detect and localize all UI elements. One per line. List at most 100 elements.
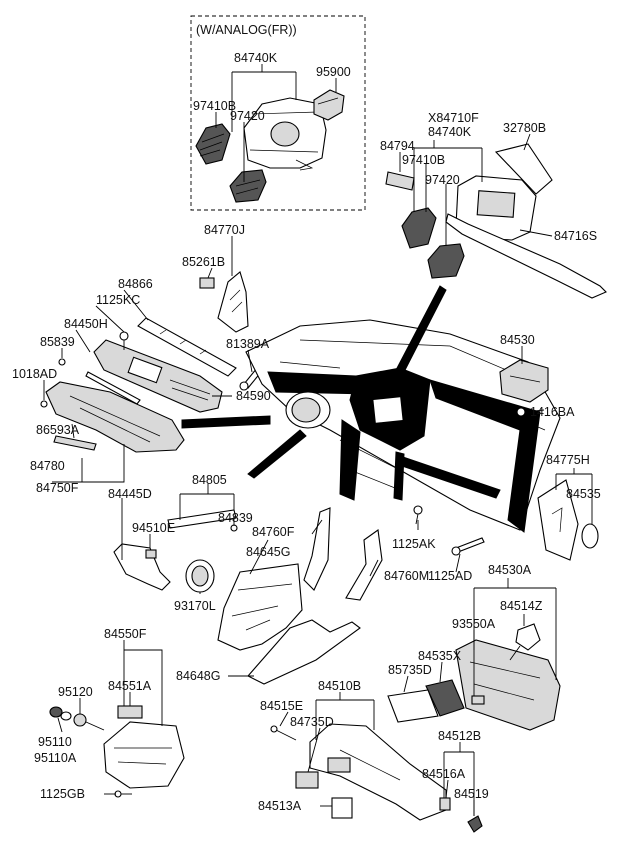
label-84735D: 84735D xyxy=(290,715,334,729)
damper-84519 xyxy=(467,815,483,833)
label-84519: 84519 xyxy=(454,787,489,801)
label-1125AK: 1125AK xyxy=(392,537,436,551)
label-84740K-b: 84740K xyxy=(428,125,472,139)
label-1125AD: 1125AD xyxy=(428,569,472,583)
label-1125GB: 1125GB xyxy=(40,787,85,801)
screw-1125GB xyxy=(114,790,132,798)
label-84550F: 84550F xyxy=(104,627,147,641)
handle-84735D xyxy=(295,771,319,789)
cover-trim-32780B xyxy=(494,143,553,195)
lamp-84514Z xyxy=(509,623,541,661)
side-cover-84775H xyxy=(537,479,579,561)
pointer-wedge-left xyxy=(181,415,271,429)
switch-93550A xyxy=(471,695,485,705)
label-84530A: 84530A xyxy=(488,563,532,577)
stopper-84516A xyxy=(439,797,451,811)
cap-84535 xyxy=(581,523,599,549)
lower-cover-84648G xyxy=(247,619,361,685)
clock-module-analog xyxy=(313,89,345,121)
label-84760F: 84760F xyxy=(252,525,295,539)
label-84512B: 84512B xyxy=(438,729,481,743)
label-84514Z: 84514Z xyxy=(500,599,543,613)
lower-panel-84750F xyxy=(45,381,185,453)
label-85839: 85839 xyxy=(40,335,75,349)
label-84760M: 84760M xyxy=(384,569,429,583)
trim-84760F xyxy=(303,507,331,591)
bracket-84805 xyxy=(167,509,237,529)
label-81389A: 81389A xyxy=(226,337,270,351)
trim-84760M xyxy=(345,529,383,601)
cluster-fascia xyxy=(455,175,537,241)
label-84515E: 84515E xyxy=(260,699,303,713)
label-84794: 84794 xyxy=(380,139,415,153)
bracket-84866 xyxy=(137,317,237,377)
label-1416BA: 1416BA xyxy=(530,405,575,419)
label-84516A: 84516A xyxy=(422,767,466,781)
bolt-1125AD xyxy=(451,537,485,556)
label-1018AD: 1018AD xyxy=(12,367,57,381)
housing-84530A xyxy=(455,639,561,731)
tray-85735D xyxy=(387,689,439,723)
label-84513A: 84513A xyxy=(258,799,302,813)
label-95110A: 95110A xyxy=(34,751,77,765)
panel-84445D xyxy=(113,543,171,591)
label-1125KC: 1125KC xyxy=(96,293,140,307)
label-97410B-a: 97410B xyxy=(193,99,236,113)
label-84780: 84780 xyxy=(30,459,65,473)
label-84645G: 84645G xyxy=(246,545,290,559)
label-84805: 84805 xyxy=(192,473,227,487)
label-84445D: 84445D xyxy=(108,487,152,501)
crash-pad-main xyxy=(245,319,561,533)
socket-95120 xyxy=(73,713,105,731)
pad-85261B xyxy=(199,277,215,289)
label-97420-b: 97420 xyxy=(425,173,460,187)
screw-1018AD xyxy=(40,400,48,408)
tweeter-cover-84770J xyxy=(217,271,249,333)
lower-box-84550F xyxy=(103,721,185,789)
clip-86593A xyxy=(53,435,97,451)
bin-84535X xyxy=(425,679,465,717)
label-32780B: 32780B xyxy=(503,121,546,135)
variant-box-title: (W/ANALOG(FR)) xyxy=(196,23,297,37)
label-93550A: 93550A xyxy=(452,617,496,631)
label-84866: 84866 xyxy=(118,277,153,291)
label-84530: 84530 xyxy=(500,333,535,347)
label-86593A: 86593A xyxy=(36,423,80,437)
label-93170L: 93170L xyxy=(174,599,216,613)
center-panel-84590 xyxy=(93,339,223,413)
garnish-84716S xyxy=(445,213,607,299)
screw-1125AK xyxy=(413,505,423,525)
label-84648G: 84648G xyxy=(176,669,220,683)
label-97410B-b: 97410B xyxy=(402,153,445,167)
label-84770J: 84770J xyxy=(204,223,245,237)
label-95900: 95900 xyxy=(316,65,351,79)
nut-1416BA xyxy=(516,407,526,417)
switch-94510E xyxy=(145,549,157,559)
label-94510E: 94510E xyxy=(132,521,175,535)
label-84535X: 84535X xyxy=(418,649,462,663)
cluster-fascia-analog xyxy=(243,97,327,171)
variant-box xyxy=(190,15,366,211)
vent-left-analog xyxy=(195,123,231,165)
label-84740K-a: 84740K xyxy=(234,51,278,65)
label-95110: 95110 xyxy=(38,735,72,749)
clip-85839 xyxy=(58,358,66,366)
pointer-wedge-top xyxy=(395,285,447,373)
label-84716S: 84716S xyxy=(554,229,597,243)
lower-panel-84645G xyxy=(217,563,303,651)
vent-center xyxy=(427,243,465,279)
label-84750F: 84750F xyxy=(36,481,79,495)
vent-left xyxy=(401,207,437,249)
leader-lines xyxy=(43,64,593,816)
label-84450H: 84450H xyxy=(64,317,108,331)
label-95120: 95120 xyxy=(58,685,93,699)
speaker-93170L xyxy=(185,559,215,593)
screw-84515E xyxy=(270,725,297,741)
label-85735D: 85735D xyxy=(388,663,432,677)
label-97420-a: 97420 xyxy=(230,109,265,123)
label-85261B: 85261B xyxy=(182,255,225,269)
label-84510B: 84510B xyxy=(318,679,361,693)
label-X84710F: X84710F xyxy=(428,111,479,125)
label-84513A xyxy=(331,797,353,819)
jack-95110 xyxy=(49,706,72,721)
